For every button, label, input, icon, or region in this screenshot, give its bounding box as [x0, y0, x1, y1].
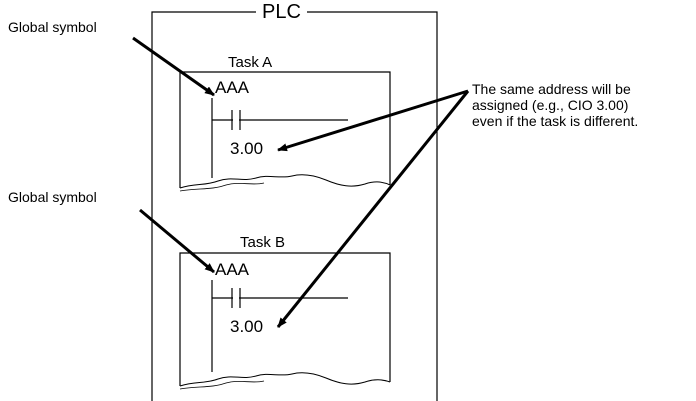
task-b-torn-edge-inner — [179, 380, 265, 390]
plc-title: PLC — [256, 2, 307, 22]
global-symbol-label-top: Global symbol — [8, 19, 97, 35]
address-note-line-2: assigned (e.g., CIO 3.00) — [472, 97, 629, 113]
address-arrow-top — [277, 89, 469, 152]
task-a-torn-edge-inner — [179, 182, 265, 192]
task-a-title: Task A — [228, 54, 273, 71]
task-b-address: 3.00 — [230, 317, 264, 336]
task-b-symbol: AAA — [215, 260, 250, 279]
address-note-line-3: even if the task is different. — [472, 113, 639, 129]
task-a-symbol: AAA — [215, 78, 250, 97]
address-note: The same address will be assigned (e.g.,… — [472, 81, 638, 129]
global-symbol-arrow-top — [132, 36, 215, 97]
address-arrow-bottom — [276, 90, 470, 328]
task-b-title: Task B — [240, 234, 286, 251]
task-b-box — [179, 252, 391, 386]
address-note-line-1: The same address will be — [472, 81, 631, 97]
global-symbol-label-bottom: Global symbol — [8, 189, 97, 205]
global-symbol-arrow-bottom — [139, 208, 215, 274]
task-b-torn-edge — [179, 372, 391, 387]
task-a-address: 3.00 — [230, 139, 264, 158]
plc-frame — [151, 11, 438, 401]
task-a-box — [179, 71, 391, 188]
task-a-torn-edge — [179, 174, 391, 189]
